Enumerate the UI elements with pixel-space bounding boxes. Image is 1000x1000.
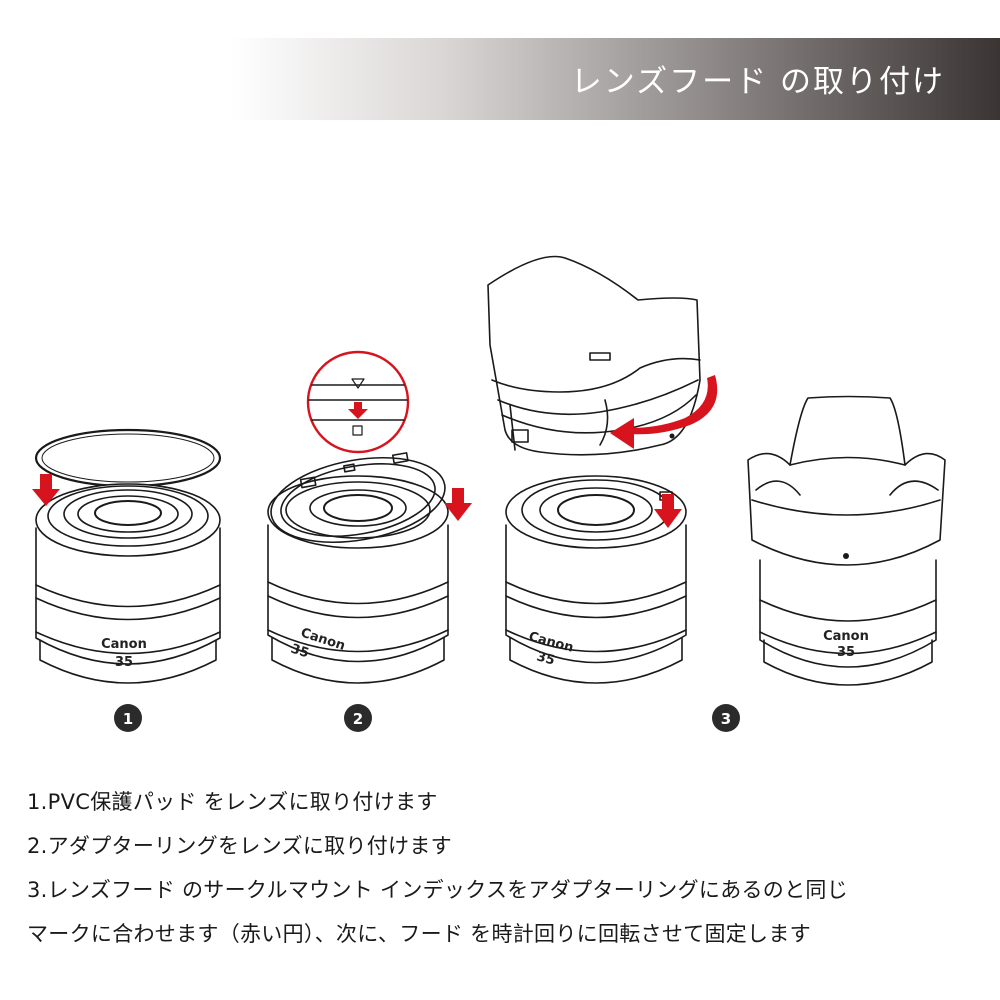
down-arrow-icon	[32, 474, 60, 506]
step-number-2: 2	[344, 704, 372, 732]
instruction-step-3-cont: マークに合わせます（赤い円）、次に、フード を時計回りに回転させて固定します	[27, 922, 811, 946]
lens-model-label: 35	[115, 655, 133, 670]
step-number-1: 1	[114, 704, 142, 732]
lens-with-hood: Canon 35	[747, 395, 946, 686]
instruction-step-2: 2.アダプターリングをレンズに取り付けます	[27, 834, 452, 858]
svg-text:2: 2	[353, 710, 363, 728]
lens-brand-label: Canon	[101, 637, 147, 652]
svg-text:3: 3	[721, 710, 731, 728]
page-title: レンズフード の取り付け	[570, 64, 945, 100]
lens-brand-label: Canon	[823, 629, 869, 644]
svg-text:1: 1	[123, 710, 133, 728]
instruction-step-3: 3.レンズフード のサークルマウント インデックスをアダプターリングにあるのと同…	[27, 878, 849, 902]
lens-step-1: Canon 35	[32, 428, 222, 684]
down-arrow-icon	[348, 402, 368, 419]
lens-step-3: Canon 35	[487, 255, 718, 684]
step-number-3: 3	[712, 704, 740, 732]
square-index-icon	[352, 425, 363, 436]
down-arrow-icon	[444, 488, 472, 521]
lens-model-label: 35	[289, 642, 311, 662]
index-detail-circle	[306, 350, 410, 454]
instruction-list: 1.PVC保護パッド をレンズに取り付けます 2.アダプターリングをレンズに取り…	[27, 780, 977, 956]
lens-model-label: 35	[535, 649, 556, 668]
header-bar: レンズフード の取り付け	[230, 38, 1000, 120]
triangle-index-icon	[351, 378, 365, 389]
down-arrow-icon	[654, 494, 682, 528]
pvc-pad	[34, 428, 222, 488]
adapter-ring	[270, 452, 446, 544]
lens-hood	[487, 255, 718, 456]
lens-step-2: Canon 35	[267, 350, 472, 684]
instruction-step-1: 1.PVC保護パッド をレンズに取り付けます	[27, 790, 438, 814]
rotate-clockwise-icon	[610, 375, 718, 449]
assembly-diagram: Canon 35 Canon 35	[32, 255, 946, 732]
lens-model-label: 35	[837, 645, 855, 660]
